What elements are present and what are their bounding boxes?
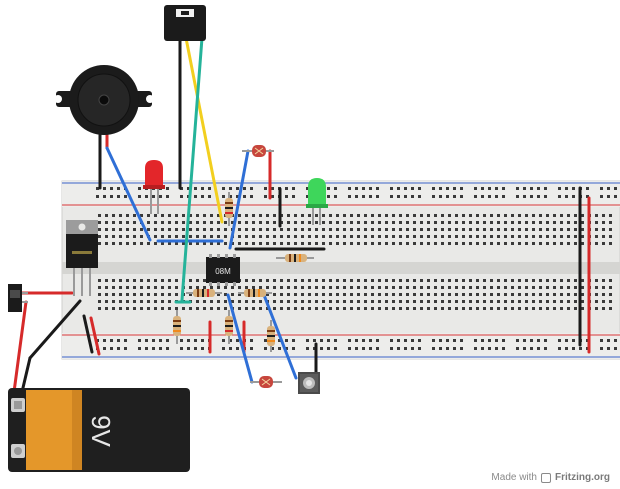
piezo-buzzer <box>54 65 154 135</box>
watermark: Made with Fritzing.org <box>491 472 610 483</box>
watermark-made-with: Made with <box>491 472 537 483</box>
breadboard <box>61 180 620 360</box>
wire-battery-red <box>12 300 28 394</box>
wire-reg-red <box>89 316 101 356</box>
wire-blue-lower-ldr <box>226 293 254 384</box>
wire-jack-yellow <box>184 36 224 224</box>
battery-label: 9V <box>86 415 116 447</box>
battery-9v: 9V <box>8 388 190 472</box>
wire-blue-lower-button <box>262 293 298 380</box>
headphone-jack <box>164 5 206 41</box>
wire-buzzer-blue <box>105 146 152 242</box>
red-led <box>143 160 165 214</box>
voltage-regulator <box>66 220 98 296</box>
fritzing-logo-icon <box>541 472 551 483</box>
microcontroller-chip: 08M <box>206 254 240 286</box>
resistor-horizontal-right <box>276 254 314 262</box>
resistors <box>173 192 314 352</box>
slide-switch <box>8 284 28 312</box>
resistor-vertical-lower-2 <box>225 310 233 344</box>
wire-battery-black-2 <box>20 356 32 394</box>
wire-ldr-blue <box>228 149 250 250</box>
watermark-brand: Fritzing.org <box>555 472 610 483</box>
push-button <box>298 372 320 394</box>
green-led <box>306 178 328 225</box>
photoresistor-top <box>242 145 274 157</box>
wire-reg-black <box>82 314 94 354</box>
resistor-vertical-lower-1 <box>173 310 181 344</box>
resistor-horizontal-middle <box>238 289 272 297</box>
photoresistor-bottom <box>250 376 282 388</box>
resistor-vertical-lower-3 <box>267 320 275 352</box>
resistor-horizontal-left <box>186 289 222 297</box>
chip-label: 08M <box>215 267 231 276</box>
center-gutter <box>62 262 620 274</box>
wire-jack-teal <box>180 36 204 302</box>
wire-battery-black-1 <box>28 299 82 360</box>
resistor-vertical-top <box>225 192 233 226</box>
